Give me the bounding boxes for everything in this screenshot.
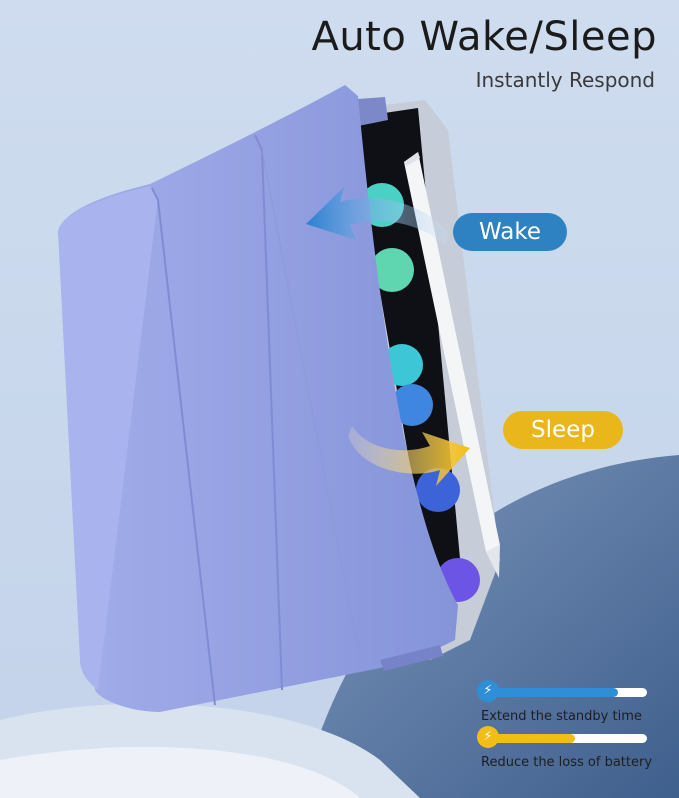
battery-meter-fill [487, 734, 575, 743]
stylus [404, 152, 500, 578]
wake-arrow-icon [306, 187, 448, 246]
subheadline: Instantly Respond [475, 68, 655, 92]
standby-meter: ⚡ [477, 680, 647, 702]
standby-caption: Extend the standby time [481, 709, 642, 724]
wake-label: Wake [453, 213, 567, 251]
sleep-arrow-icon [348, 426, 470, 486]
headline: Auto Wake/Sleep [311, 14, 657, 60]
smart-cover [58, 85, 458, 712]
lightning-icon: ⚡ [477, 726, 499, 748]
battery-caption: Reduce the loss of battery [481, 755, 653, 770]
sleep-label: Sleep [503, 411, 623, 449]
battery-meter: ⚡ [477, 726, 647, 748]
standby-meter-fill [487, 688, 618, 697]
lightning-icon: ⚡ [477, 680, 499, 702]
pedestal [0, 455, 679, 798]
